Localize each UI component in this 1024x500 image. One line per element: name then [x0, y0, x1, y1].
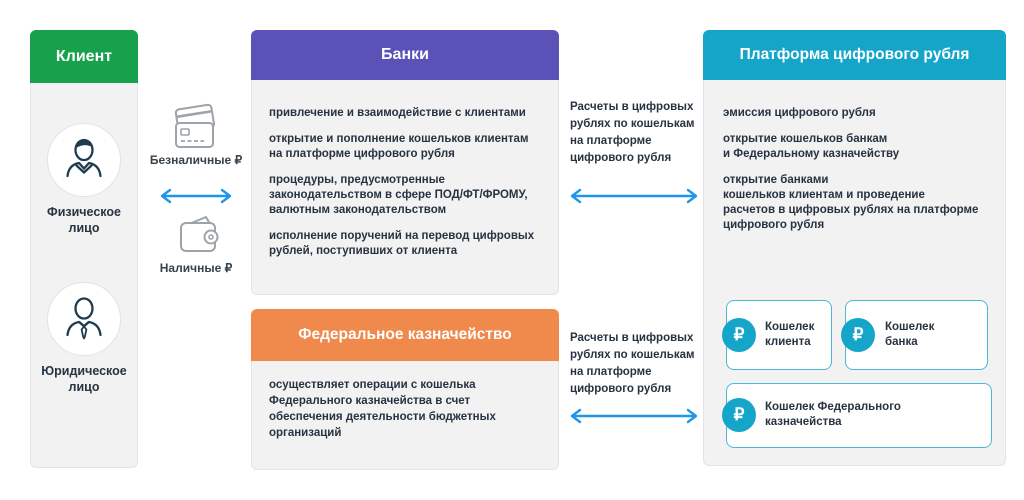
treasury-point: осуществляет операции с кошелька Федерал…: [269, 379, 496, 439]
client-wallet-label: Кошелек клиента: [765, 321, 815, 348]
treasury-platform-double-arrow-icon: [566, 407, 702, 430]
treasury-wallet-card: [726, 383, 992, 448]
banks-point: открытие и пополнение кошельков клиентам…: [269, 133, 529, 160]
banks-point: исполнение поручений на перевод цифровых…: [269, 230, 535, 257]
individual-person-icon: [60, 134, 108, 187]
platform-header: Платформа цифрового рубля: [703, 30, 1006, 80]
ruble-sign-icon: ₽: [722, 318, 756, 352]
banks-header: Банки: [251, 30, 559, 80]
treasury-header: Федеральное казначейство: [251, 309, 559, 361]
individual-avatar: [47, 123, 121, 197]
bank-wallet-label: Кошелек банка: [885, 321, 935, 348]
platform-point: открытие банками кошельков клиентам и пр…: [723, 174, 979, 231]
ruble-glyph: ₽: [733, 325, 745, 344]
treasury-panel: осуществляет операции с кошелька Федерал…: [251, 361, 559, 470]
banks-settlement-label: Расчеты в цифровых рублях по кошелькам н…: [570, 101, 695, 164]
ruble-sign-icon: ₽: [722, 398, 756, 432]
legal-entity-avatar: [47, 282, 121, 356]
platform-point: открытие кошельков банкам и Федеральному…: [723, 133, 900, 160]
banks-point: привлечение и взаимодействие с клиентами: [269, 107, 526, 119]
cash-label: Наличные ₽: [159, 261, 233, 275]
platform-point: эмиссия цифрового рубля: [723, 107, 876, 119]
bank-cards-icon: [172, 103, 218, 158]
legal-person-icon: [60, 293, 108, 346]
cashless-label: Безналичные ₽: [149, 153, 243, 167]
client-banks-double-arrow-icon: [156, 187, 236, 210]
banks-panel: привлечение и взаимодействие с клиентами…: [251, 80, 559, 295]
banks-platform-double-arrow-icon: [566, 187, 702, 210]
ruble-glyph: ₽: [852, 325, 864, 344]
individual-label: Физическое лицо: [47, 205, 121, 235]
legal-entity-label: Юридическое лицо: [41, 364, 127, 394]
ruble-glyph: ₽: [733, 405, 745, 424]
cash-wallet-icon: [176, 212, 220, 263]
treasury-settlement-label: Расчеты в цифровых рублях по кошелькам н…: [570, 332, 695, 395]
ruble-sign-icon: ₽: [841, 318, 875, 352]
treasury-wallet-label: Кошелек Федерального казначейства: [765, 401, 901, 428]
client-header: Клиент: [30, 30, 138, 83]
banks-point: процедуры, предусмотренные законодательс…: [269, 174, 528, 216]
